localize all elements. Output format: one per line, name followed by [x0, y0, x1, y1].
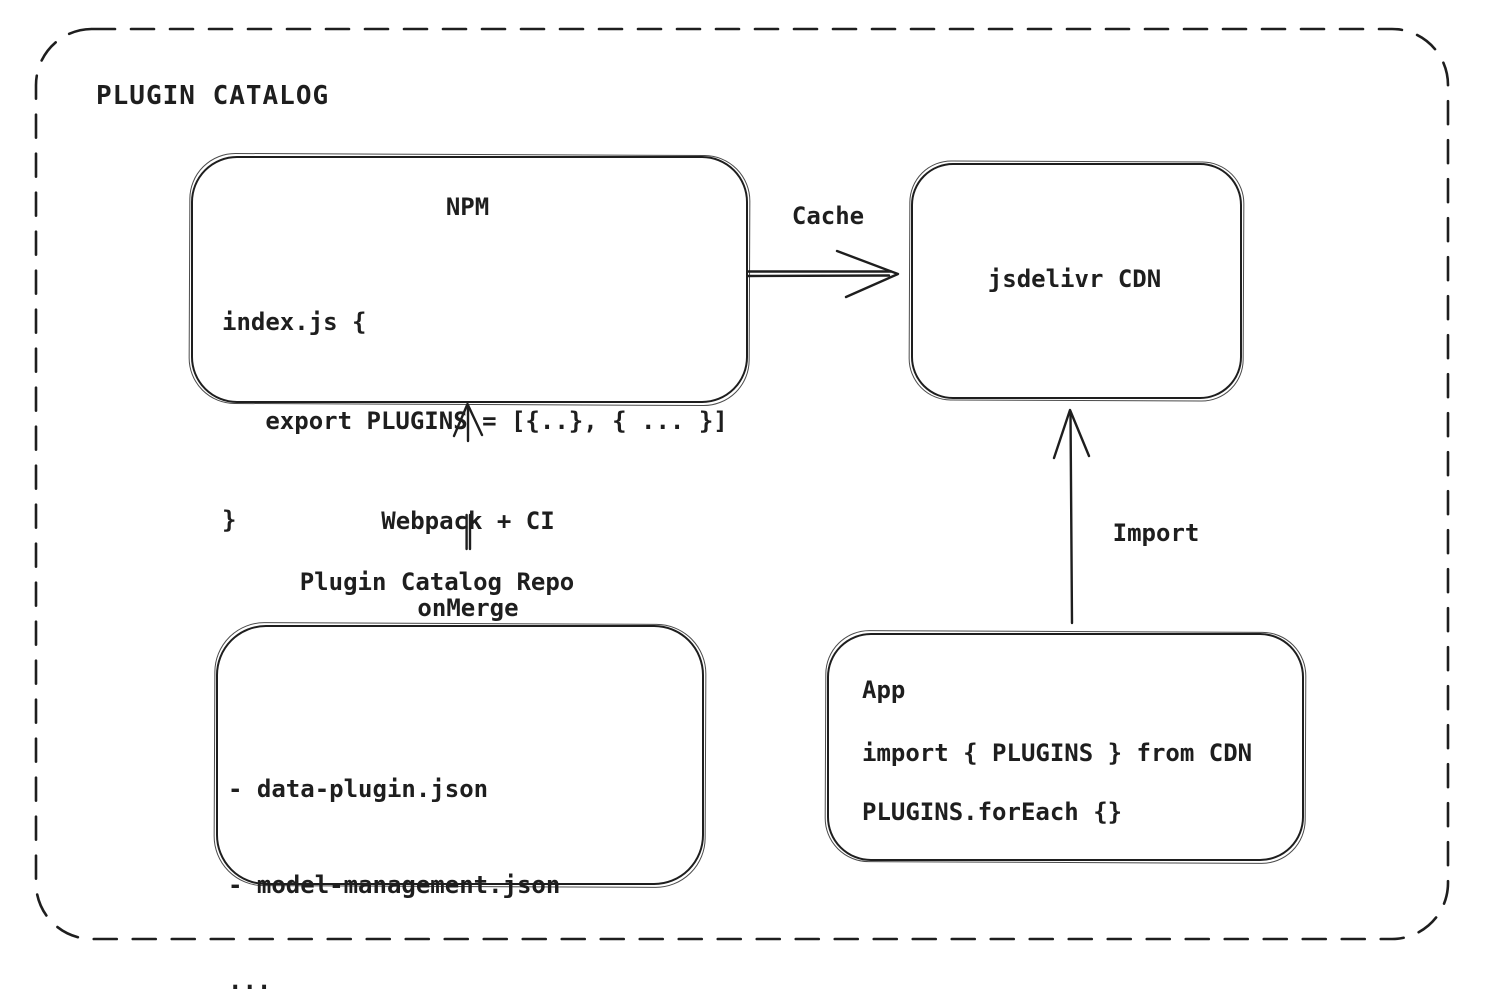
repo-box [216, 625, 704, 885]
repo-file-item: - model-management.json [228, 871, 561, 899]
import-arrow [1052, 408, 1091, 625]
build-arrow-label: Webpack + CI onMerge [334, 449, 602, 681]
build-arrow-label-line1: Webpack + CI [381, 507, 555, 535]
cdn-box-title: jsdelivr CDN [987, 265, 1162, 293]
app-code-line: PLUGINS.forEach {} [862, 798, 1123, 826]
repo-file-item: ... [228, 967, 272, 995]
app-box [827, 633, 1304, 861]
build-arrow-label-line2: onMerge [417, 594, 519, 622]
cdn-box [911, 163, 1242, 399]
build-arrow [452, 402, 484, 551]
repo-file-list: - data-plugin.json - model-management.js… [228, 709, 560, 1002]
cache-arrow-label: Cache [791, 202, 865, 230]
repo-box-title: Plugin Catalog Repo [299, 568, 575, 596]
npm-code-line: index.js { [222, 308, 367, 336]
npm-code-block: index.js { export PLUGINS = [{..}, { ...… [222, 240, 728, 603]
repo-file-item: - data-plugin.json [228, 775, 489, 803]
npm-box-title: NPM [445, 193, 490, 221]
npm-box [191, 156, 748, 403]
app-code-line: import { PLUGINS } from CDN [862, 739, 1253, 767]
catalog-boundary [34, 27, 1450, 941]
page-title: PLUGIN CATALOG [96, 81, 330, 111]
import-arrow-label: Import [1112, 519, 1200, 547]
npm-code-line: } [222, 506, 237, 534]
app-box-title: App [862, 676, 906, 704]
cache-arrow [745, 249, 900, 299]
npm-code-line: export PLUGINS = [{..}, { ... }] [222, 407, 728, 435]
